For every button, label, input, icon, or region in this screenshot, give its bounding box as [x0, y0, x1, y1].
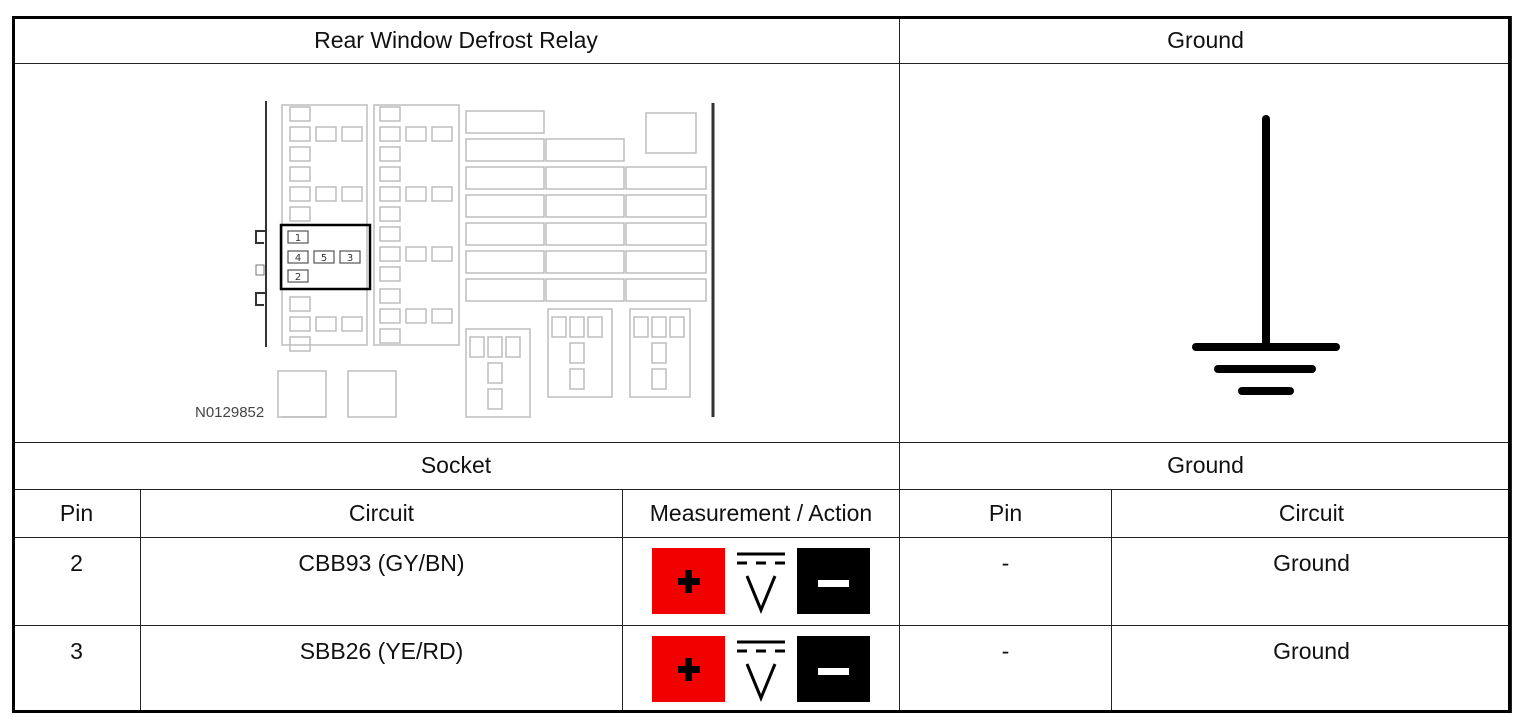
- pin-value: 2: [70, 550, 83, 577]
- circuit-value: SBB26 (YE/RD): [299, 637, 464, 664]
- ground-circuit-value: Ground: [1273, 550, 1350, 577]
- diagram-part-number: N0129852: [195, 404, 264, 421]
- positive-lead-icon: [652, 635, 725, 702]
- relay-pin-2: 2: [295, 272, 301, 283]
- fuse-box-diagram-cell: 1 4 5 3 2 N0129852: [12, 63, 900, 443]
- ground-subheader: Ground: [899, 441, 1512, 491]
- relay-pin-3: 3: [347, 253, 353, 264]
- dc-volt-icon: [735, 548, 787, 615]
- ground-pin-value: -: [1001, 550, 1010, 577]
- ground-pin-value: -: [1001, 637, 1010, 664]
- positive-lead-icon: [652, 548, 725, 615]
- table-row: 2 CBB93 (GY/BN): [12, 537, 1512, 626]
- ground-title: Ground: [899, 15, 1512, 65]
- negative-lead-icon: [797, 635, 870, 702]
- ground-symbol-cell: [899, 63, 1512, 443]
- connector-table: Rear Window Defrost Relay Ground: [12, 15, 1512, 714]
- ground-circuit-value: Ground: [1273, 637, 1350, 664]
- fuse-box-diagram: 1 4 5 3 2 N0129852: [195, 101, 715, 421]
- negative-lead-icon: [797, 548, 870, 615]
- pin-value: 3: [70, 637, 83, 664]
- dc-voltmeter-icon: [623, 538, 899, 615]
- relay-pin-5: 5: [321, 253, 327, 264]
- relay-pin-4: 4: [295, 253, 301, 264]
- circuit-value: CBB93 (GY/BN): [298, 550, 465, 577]
- relay-title: Rear Window Defrost Relay: [12, 15, 900, 65]
- dc-voltmeter-icon: [623, 626, 899, 702]
- table-row: 3 SBB26 (YE/RD): [12, 624, 1512, 714]
- ground-icon: [1192, 115, 1340, 396]
- table-outer-border: [12, 16, 1511, 713]
- measurement-column-header: Measurement / Action: [622, 489, 900, 539]
- dc-volt-icon: [735, 636, 787, 702]
- socket-subheader: Socket: [12, 441, 900, 491]
- relay-pin-1: 1: [295, 233, 301, 244]
- ground-circuit-column-header: Circuit: [1111, 489, 1512, 539]
- ground-pin-column-header: Pin: [899, 489, 1112, 539]
